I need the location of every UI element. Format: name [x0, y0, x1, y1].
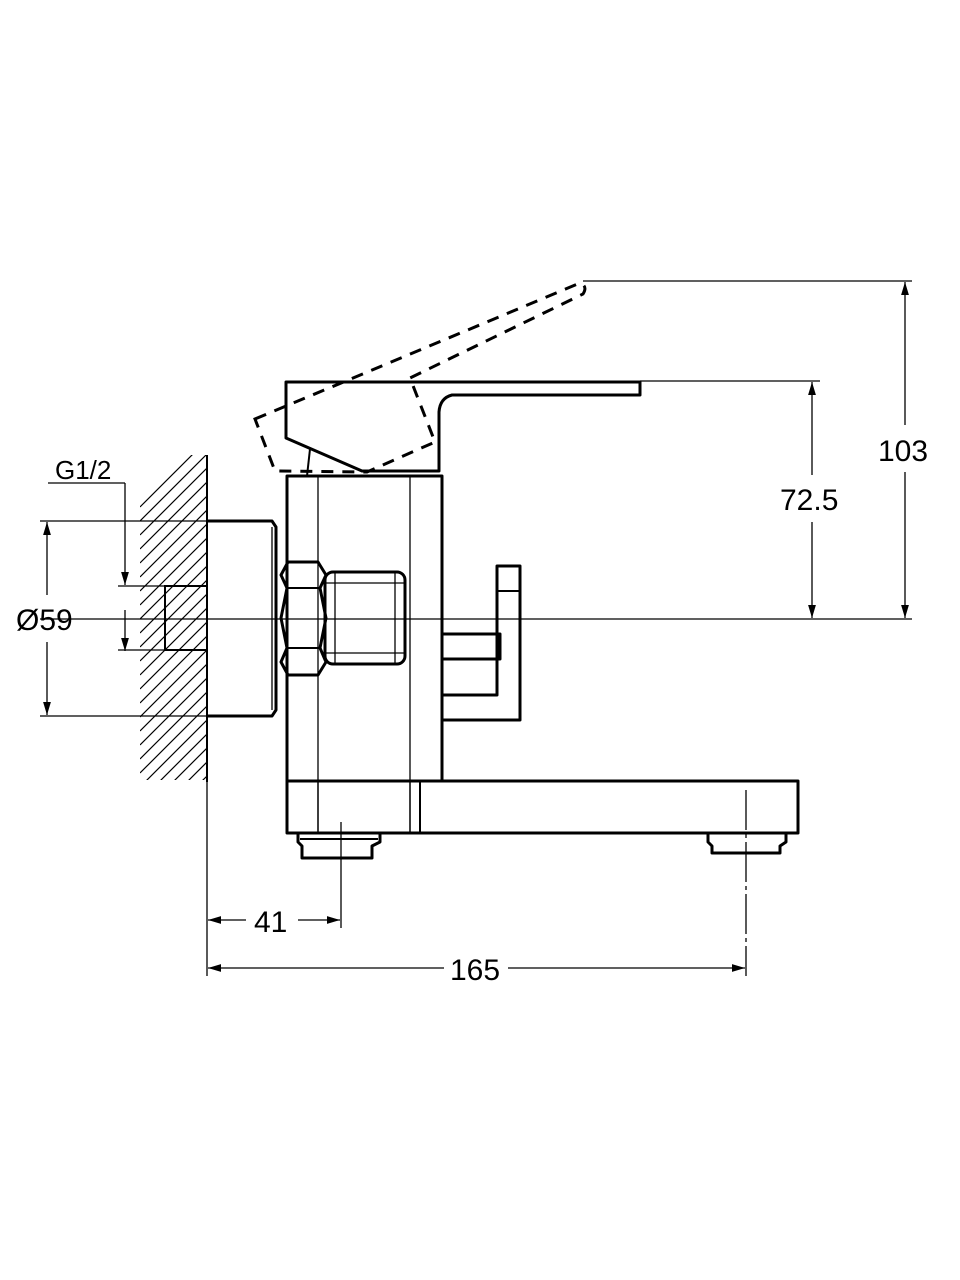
hatch-line	[140, 455, 193, 508]
hatch-line	[140, 579, 207, 648]
hatch-line	[140, 537, 207, 606]
hatch-line	[202, 775, 207, 780]
shower-outlet	[296, 831, 382, 860]
wall-flange	[207, 519, 278, 718]
lever-handle	[284, 380, 642, 473]
pipe-stub	[164, 585, 208, 651]
hatch-line	[140, 818, 207, 885]
hatch-line	[140, 607, 207, 676]
wall-hatch	[140, 455, 207, 885]
hatch-line	[140, 481, 207, 550]
hatch-line	[146, 719, 207, 780]
diverter-cartridge	[323, 570, 407, 666]
flange-diameter-label: Ø59	[16, 604, 73, 637]
lever-height-label: 72.5	[780, 484, 838, 517]
thread-label: G1/2	[55, 455, 111, 485]
lever-raised-height-label: 103	[878, 435, 928, 468]
spout-reach-label: 165	[450, 954, 500, 987]
hatch-line	[140, 663, 207, 732]
hatch-line	[140, 509, 207, 578]
hatch-line	[140, 677, 207, 746]
spout	[285, 779, 800, 835]
hatch-line	[140, 691, 207, 760]
hatch-line	[140, 790, 207, 857]
hatch-line	[140, 621, 207, 690]
diverter-knob	[440, 564, 522, 722]
aerator	[706, 831, 788, 855]
hatch-line	[140, 455, 207, 522]
outlet-offset-label: 41	[254, 906, 287, 939]
mixer-body	[285, 474, 444, 783]
lever-raised-position	[253, 281, 587, 474]
hatch-line	[160, 733, 207, 780]
hatch-line	[140, 467, 207, 536]
hatch-line	[174, 747, 207, 780]
hatch-line	[140, 523, 207, 592]
hatch-line	[140, 705, 207, 774]
hatch-line	[188, 761, 207, 780]
hatch-line	[140, 495, 207, 564]
hatch-line	[140, 804, 207, 871]
hatch-line	[140, 565, 207, 634]
hatch-line	[140, 649, 207, 718]
hatch-line	[140, 635, 207, 704]
